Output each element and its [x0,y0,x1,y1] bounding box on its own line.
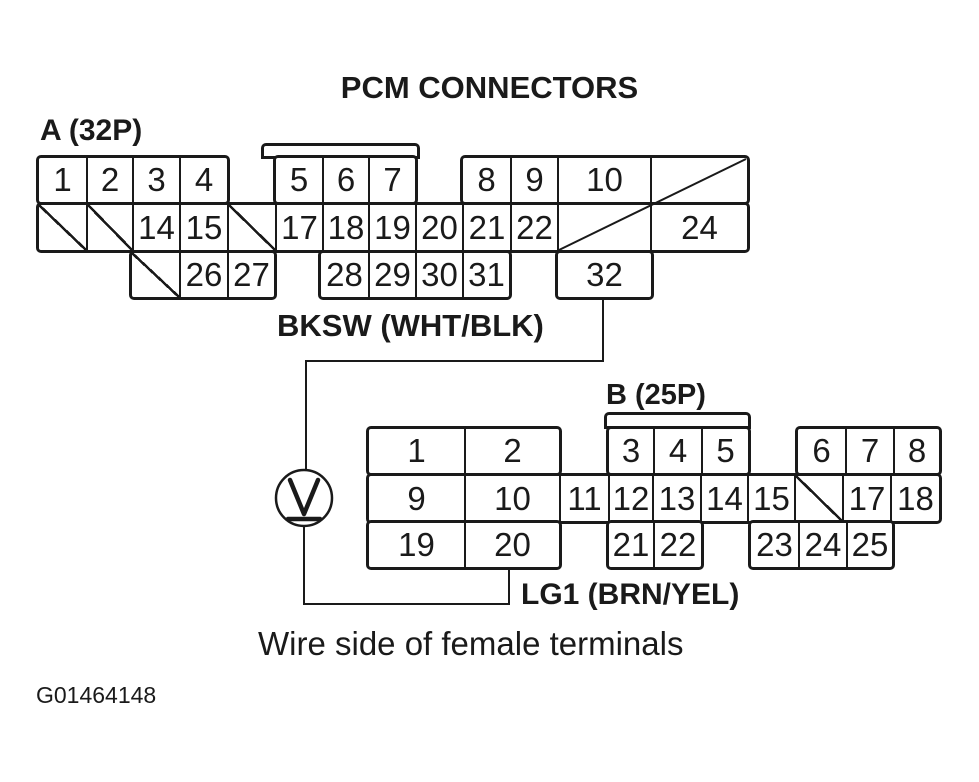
b-pin-5: 5 [701,429,748,473]
b-pin-25: 25 [846,523,892,567]
a-pin-15: 15 [179,205,227,250]
a-blank-cell [39,205,86,250]
a-pin-29: 29 [368,253,415,297]
b-pin-19: 19 [398,526,435,563]
b-pin-17: 17 [842,476,890,521]
a-row3-right: 32 [555,250,654,300]
a-pin-27: 27 [227,253,274,297]
a-pin-1: 1 [53,161,72,198]
a-pin-6: 6 [322,158,368,202]
a-pin-22: 22 [510,205,557,250]
b-pin-15: 15 [747,476,794,521]
caption-wire-side: Wire side of female terminals [258,625,684,662]
a-pin-8: 8 [477,161,496,198]
a-pin-21: 21 [462,205,510,250]
b-pin-1: 1 [407,432,426,469]
wire-label-lg1: LG1 (BRN/YEL) [521,578,740,611]
page-title: PCM CONNECTORS [340,70,639,105]
connector-a-label: A (32P) [40,114,143,147]
b-pin-2: 2 [464,429,559,473]
figure-code: G01464148 [36,682,157,708]
b-pin-8: 8 [893,429,939,473]
b-pin-22: 22 [653,523,701,567]
b-pin-24: 24 [798,523,846,567]
a-pin-5: 5 [289,161,309,198]
a-blank-cell [132,253,179,297]
b-pin-14: 14 [700,476,747,521]
a-pin-30: 30 [415,253,462,297]
b-pin-18: 18 [890,476,939,521]
connector-b-label: B (25P) [606,379,706,411]
a-pin-31: 31 [462,253,509,297]
a-pin-2: 2 [86,158,132,202]
b-pin-13: 13 [652,476,700,521]
a-pin-19: 19 [368,205,415,250]
b-pin-12: 12 [608,476,652,521]
b-pin-10: 10 [464,476,559,521]
a-pin-26: 26 [179,253,227,297]
a-pin-17: 17 [275,205,322,250]
a-blank-cell [227,205,275,250]
b-pin-11: 11 [559,476,608,521]
b-pin-9: 9 [407,479,426,517]
b-pin-21: 21 [612,526,650,563]
a-pin-20: 20 [415,205,462,250]
a-pin-3: 3 [132,158,179,202]
a-pin-32: 32 [586,256,623,293]
a-pin-14: 14 [132,205,179,250]
b-blank-cell [794,476,842,521]
b-pin-4: 4 [653,429,701,473]
a-blank-cell [86,205,132,250]
a-pin-28: 28 [326,256,363,293]
b-pin-6: 6 [812,432,831,469]
b-pin-7: 7 [845,429,893,473]
b-pin-3: 3 [621,432,641,469]
a-pin-7: 7 [368,158,415,202]
a-pin-18: 18 [322,205,368,250]
a-pin-9: 9 [510,158,557,202]
b-pin-23: 23 [756,526,793,563]
b-pin-20: 20 [464,523,559,567]
wire-label-bksw: BKSW (WHT/BLK) [277,308,544,343]
a-pin-4: 4 [179,158,227,202]
a-blank-cell [557,205,650,250]
